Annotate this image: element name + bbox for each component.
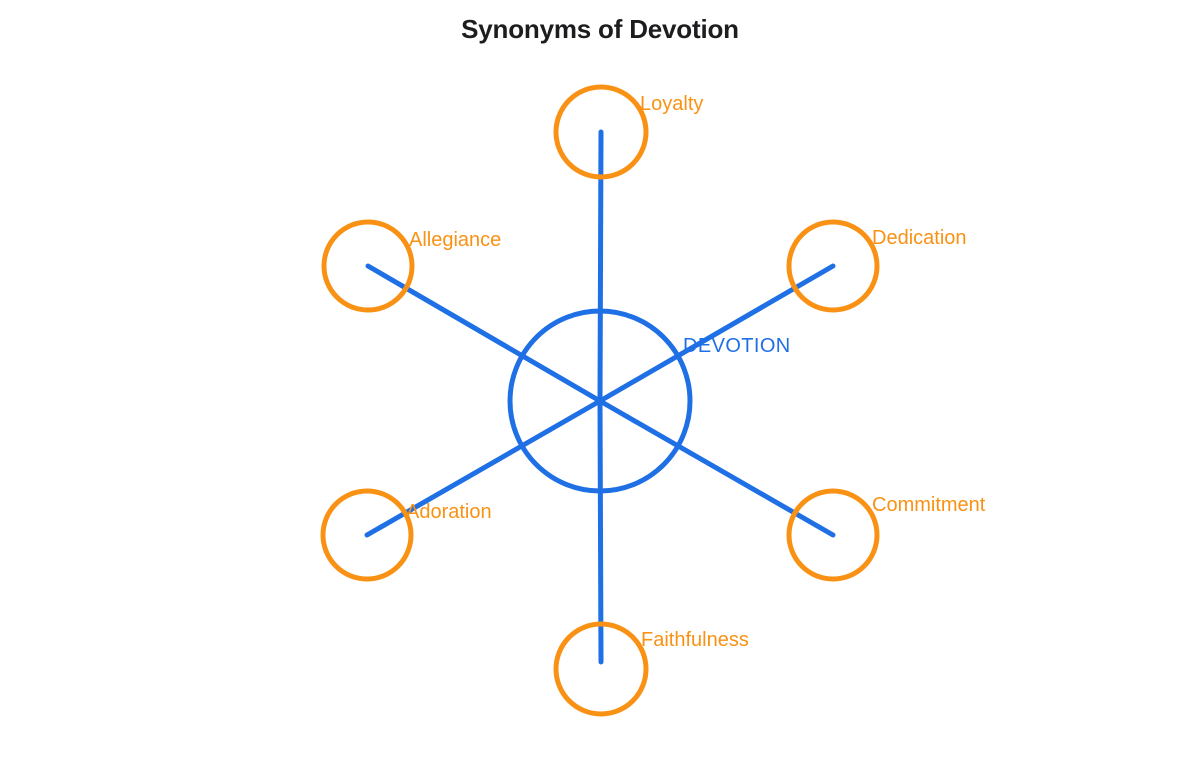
page-title: Synonyms of Devotion (461, 14, 739, 44)
node-label-commitment: Commitment (872, 494, 986, 516)
node-circle-loyalty[interactable] (553, 84, 649, 180)
spoke-dedication (597, 263, 836, 404)
node-label-adoration: Adoration (406, 501, 492, 523)
spoke-faithfulness (597, 398, 604, 665)
node-label-faithfulness: Faithfulness (641, 629, 749, 651)
spoke-allegiance (365, 263, 603, 404)
spoke-commitment (597, 398, 836, 538)
node-circle-adoration[interactable] (320, 488, 414, 582)
branch-circles-group (320, 84, 880, 717)
node-circle-devotion[interactable] (507, 308, 693, 494)
node-circle-dedication[interactable] (786, 219, 880, 313)
node-label-devotion: DEVOTION (683, 335, 791, 357)
node-label-allegiance: Allegiance (409, 229, 501, 251)
branch-labels-group: Loyalty Dedication Commitment Faithfulne… (406, 93, 986, 651)
node-circle-faithfulness[interactable] (553, 621, 649, 717)
spokes-group (364, 129, 836, 665)
spoke-loyalty (597, 129, 604, 404)
node-label-loyalty: Loyalty (640, 93, 703, 115)
node-circle-allegiance[interactable] (321, 219, 415, 313)
node-circle-commitment[interactable] (786, 488, 880, 582)
node-label-dedication: Dedication (872, 227, 967, 249)
